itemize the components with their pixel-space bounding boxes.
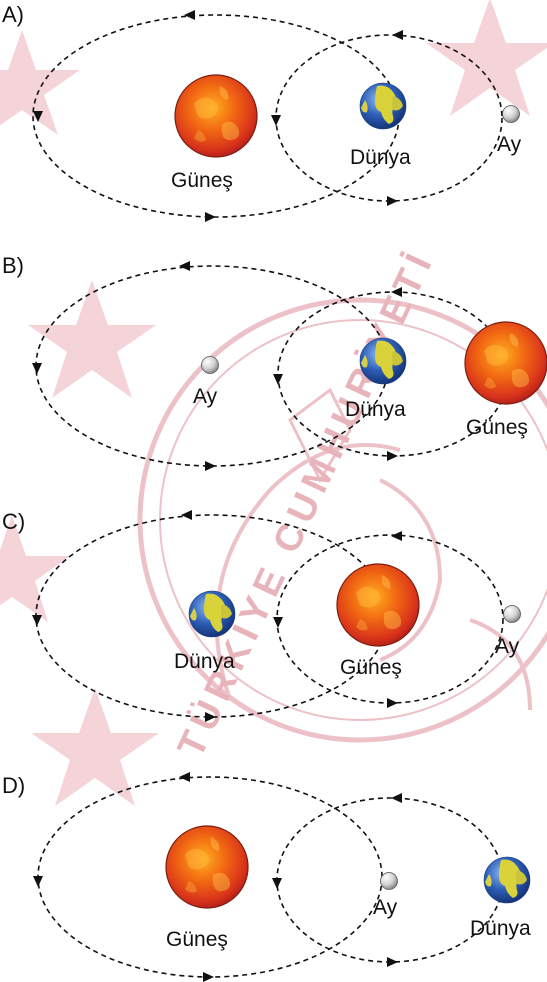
moon-icon [380,872,398,890]
earth-icon [188,590,236,638]
moon-icon [201,356,219,374]
orbit-arrow [387,698,398,708]
orbit-arrow [391,531,402,541]
watermark-star-1 [28,280,156,398]
orbit-arrow [273,374,283,385]
watermark-star-5 [0,30,80,135]
orbit-arrow [32,615,42,626]
orbit-arrow [272,878,282,889]
sun-label: Güneş [171,169,233,192]
watermark-star-3 [31,688,159,806]
moon-label: Ay [495,635,520,658]
orbit-arrow [32,363,42,374]
option-letter: D) [2,773,25,798]
earth-label: Dünya [174,650,235,673]
moon-icon [502,105,520,123]
orbit-arrow [387,451,398,461]
orbit-arrow [181,510,192,520]
orbit-arrow [387,957,398,967]
sun-label: Güneş [340,656,402,679]
sun-label: Güneş [466,416,528,439]
moon-label: Ay [373,896,398,919]
watermark-star-4 [0,515,70,622]
sun-label: Güneş [166,928,228,951]
orbit-arrow [184,10,195,20]
orbit-arrow [273,617,283,628]
orbit-arrow [203,972,214,982]
watermark-star-2 [426,0,547,116]
sun-icon [336,563,420,647]
moon-label: Ay [193,385,218,408]
moon-label: Ay [497,133,522,156]
orbit-arrow [205,212,216,222]
option-b[interactable]: B) Ay Dünya Güneş [2,253,547,471]
orbit-arrow [179,772,190,782]
orbit-arrow [179,261,190,271]
orbit-arrow [271,115,281,126]
moon-icon [503,605,521,623]
orbit-arrow [33,876,43,887]
option-letter: A) [2,2,24,27]
sun-icon [165,825,249,909]
earth-label: Dünya [350,146,411,169]
option-d[interactable]: D) Güneş Ay Dünya [2,772,531,982]
option-a[interactable]: A) Güneş Dünya Ay [2,2,522,222]
option-c[interactable]: C) Dünya Güneş Ay [2,509,521,722]
sun-icon [464,321,547,405]
earth-icon [359,337,407,385]
earth-icon [359,82,407,130]
orbit-arrow [392,30,403,40]
earth-label: Dünya [345,398,406,421]
earth-label: Dünya [470,917,531,940]
orbit-arrow [391,793,402,803]
option-letter: B) [2,253,24,278]
orbit-arrow [387,196,398,206]
earth-icon [483,856,531,904]
orbit-arrow [205,461,216,471]
sun-icon [174,74,258,158]
option-letter: C) [2,509,25,534]
